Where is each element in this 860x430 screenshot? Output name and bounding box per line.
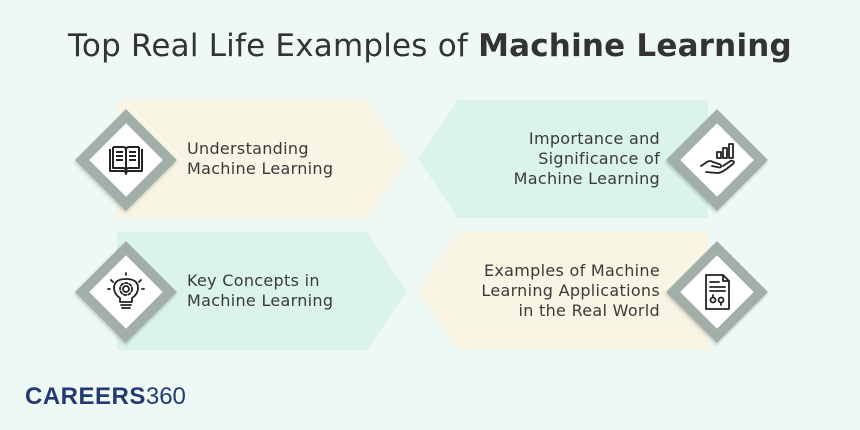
page-title: Top Real Life Examples of Machine Learni…	[0, 28, 860, 64]
diamond-badge	[666, 109, 768, 211]
logo-text-360: 360	[145, 383, 186, 410]
careers360-logo: CAREERS360	[25, 383, 186, 411]
diamond-badge	[75, 241, 177, 343]
title-bold: Machine Learning	[478, 28, 792, 64]
title-regular: Top Real Life Examples of	[68, 28, 479, 64]
card-importance: Importance and Significance of Machine L…	[418, 100, 708, 218]
lightbulb-gear-icon	[107, 272, 145, 309]
diamond-badge	[666, 241, 768, 343]
logo-text-careers: CAREERS	[25, 383, 146, 410]
card-label: Key Concepts in Machine Learning	[187, 271, 334, 310]
open-book-icon	[109, 146, 143, 175]
card-label: Importance and Significance of Machine L…	[513, 129, 660, 188]
card-examples: Examples of Machine Learning Application…	[418, 232, 708, 350]
card-label: Understanding Machine Learning	[187, 139, 334, 178]
card-label: Examples of Machine Learning Application…	[481, 261, 660, 320]
card-shape	[418, 232, 708, 350]
diamond-badge	[75, 109, 177, 211]
hand-with-chart-icon	[700, 143, 735, 174]
card-shape	[418, 100, 708, 218]
document-gear-icon	[705, 274, 730, 310]
